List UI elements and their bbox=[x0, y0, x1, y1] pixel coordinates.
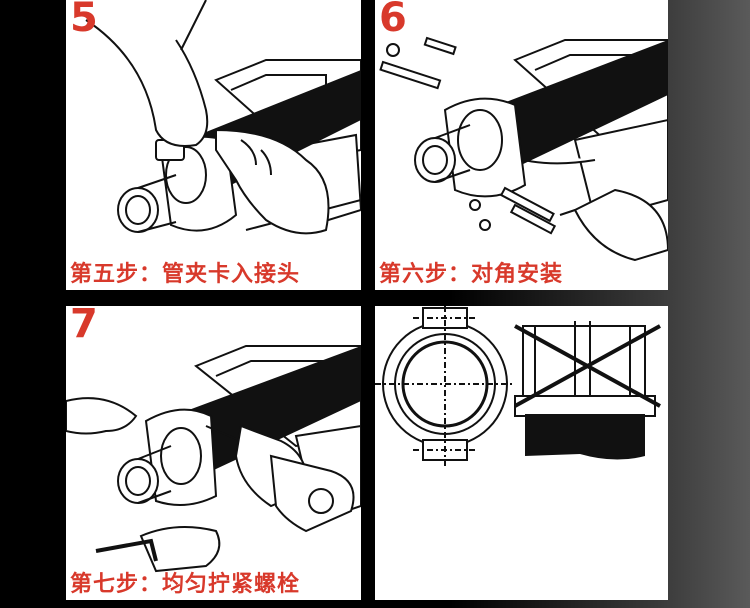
step-number: 7 bbox=[70, 306, 98, 347]
bolt-illustration bbox=[379, 36, 557, 235]
step-caption: 第七步：均匀拧紧螺栓 bbox=[70, 572, 301, 597]
hand-illustration bbox=[85, 0, 330, 235]
cross-mark-icon bbox=[514, 324, 661, 408]
step-5-illustration bbox=[85, 0, 361, 235]
step-number: 5 bbox=[70, 0, 98, 41]
hex-key-illustration bbox=[95, 538, 158, 562]
drill-illustration bbox=[559, 188, 668, 262]
correct-vs-incorrect-panel bbox=[375, 306, 668, 600]
step-6-illustration bbox=[379, 36, 668, 262]
clamp-diagram bbox=[375, 306, 661, 466]
pipe-illustration bbox=[485, 40, 668, 175]
pipe-illustration bbox=[525, 414, 645, 460]
clamp-illustration bbox=[375, 306, 515, 466]
drill-illustration bbox=[205, 424, 355, 533]
clamp-illustration bbox=[414, 97, 527, 198]
step-caption: 第五步：管夹卡入接头 bbox=[70, 262, 301, 287]
step-5-panel: 5 第五步：管夹卡入接头 bbox=[66, 0, 361, 290]
step-number: 6 bbox=[379, 0, 407, 41]
hand-illustration bbox=[66, 397, 221, 573]
step-6-panel: 6 第六步：对角安装 bbox=[375, 0, 668, 290]
step-7-illustration bbox=[66, 345, 361, 573]
step-7-panel: 7 第七步：均匀拧紧螺栓 bbox=[66, 306, 361, 600]
step-caption: 第六步：对角安装 bbox=[379, 262, 564, 287]
clamp-illustration bbox=[117, 408, 218, 506]
pipe-illustration bbox=[186, 346, 361, 476]
